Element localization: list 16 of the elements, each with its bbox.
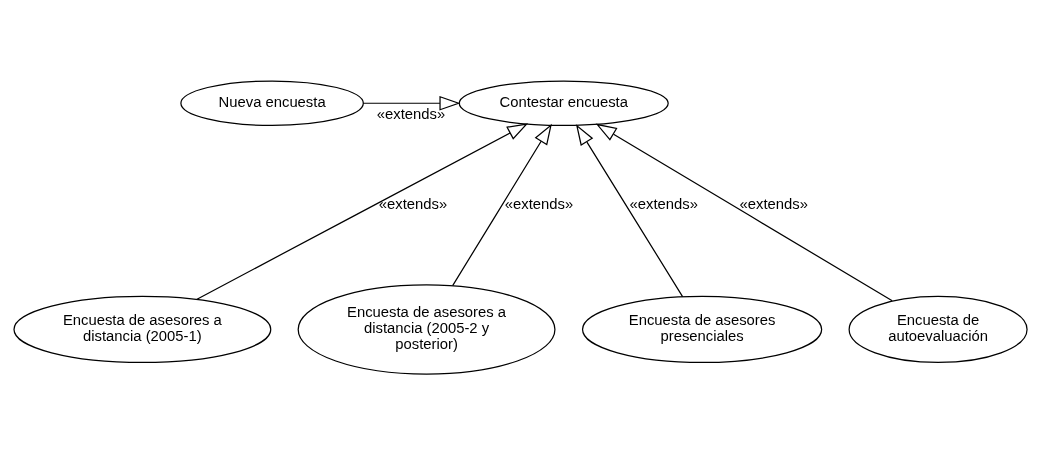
node-ellipse: Contestar encuesta: [458, 80, 669, 127]
arrow: [362, 95, 460, 111]
arrow: [195, 123, 528, 300]
edge-label: «extends»: [629, 196, 698, 213]
node-ellipse: Encuesta de autoevaluación: [848, 295, 1028, 364]
edge-label: «extends»: [378, 196, 447, 213]
node-ellipse: Encuesta de asesores a distancia (2005-2 y posterior): [297, 284, 556, 375]
arrow: [575, 124, 683, 298]
edge-label: «extends»: [739, 196, 808, 213]
node-ellipse: Nueva encuesta: [179, 80, 364, 127]
node-ellipse: Encuesta de asesores presenciales: [581, 295, 822, 364]
edge-label: «extends»: [376, 105, 445, 122]
arrow: [451, 123, 552, 287]
arrow: [595, 123, 893, 302]
node-ellipse: Encuesta de asesores a distancia (2005-1): [12, 295, 271, 364]
edge-label: «extends»: [504, 196, 573, 213]
